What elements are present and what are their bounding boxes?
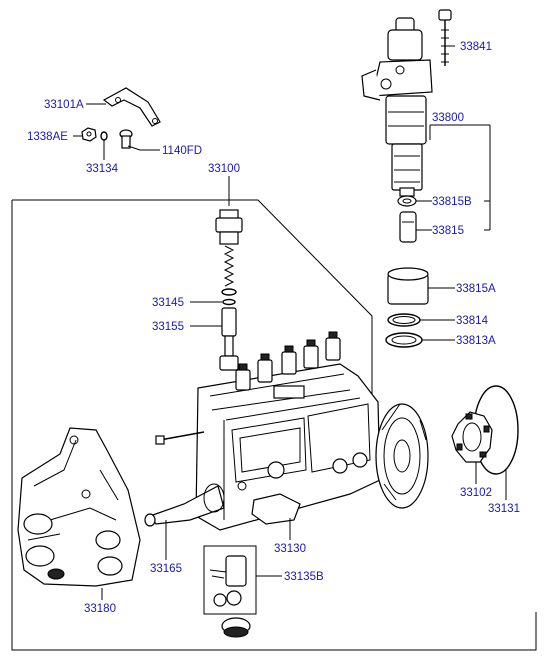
- label-33814: 33814: [456, 315, 489, 327]
- solenoid-box: [203, 545, 257, 615]
- label-33800: 33800: [432, 112, 464, 124]
- label-33130: 33130: [274, 543, 306, 555]
- governor-housing-33180[interactable]: [17, 427, 141, 587]
- pump-assembly-outline: [11, 199, 537, 651]
- bracket-33101A[interactable]: [102, 87, 161, 127]
- label-33101A: 33101A: [44, 99, 84, 111]
- label-1140FD: 1140FD: [162, 145, 202, 157]
- bolt-1140FD[interactable]: [119, 129, 133, 149]
- label-33815: 33815: [432, 225, 464, 237]
- label-33165: 33165: [150, 563, 182, 575]
- drive-shaft-33165[interactable]: [144, 483, 225, 527]
- label-33134: 33134: [86, 163, 119, 175]
- nut-1338AE[interactable]: [81, 127, 97, 142]
- injection-pump-body-33130[interactable]: [155, 331, 381, 531]
- label-33102: 33102: [460, 487, 492, 499]
- label-33155: 33155: [152, 321, 184, 333]
- timer-flange[interactable]: [375, 403, 429, 509]
- gasket-33813A[interactable]: [385, 332, 423, 348]
- label-33180: 33180: [84, 603, 116, 615]
- delivery-valve-33155[interactable]: [219, 298, 239, 371]
- solenoid-valve-33135B[interactable]: [209, 555, 251, 638]
- washer-33134[interactable]: [100, 131, 108, 141]
- nozzle-tip-33815[interactable]: [399, 211, 417, 243]
- injector-nozzle-assembly[interactable]: [361, 17, 433, 197]
- label-33815A: 33815A: [456, 283, 496, 295]
- label-33135B: 33135B: [284, 571, 324, 583]
- o-ring-33814[interactable]: [387, 313, 421, 327]
- label-33815B: 33815B: [432, 196, 472, 208]
- label-33145: 33145: [152, 297, 184, 309]
- label-33813A: 33813A: [456, 335, 496, 347]
- label-33841: 33841: [460, 41, 492, 53]
- label-1338AE: 1338AE: [27, 131, 68, 143]
- delivery-valve-holder-33145[interactable]: [215, 209, 243, 296]
- nozzle-sleeve-33815A[interactable]: [387, 267, 429, 305]
- coupling-plate-33102[interactable]: [451, 411, 493, 463]
- label-33100: 33100: [208, 163, 240, 175]
- injector-bolt[interactable]: [438, 9, 452, 66]
- label-33131: 33131: [488, 503, 520, 515]
- leader-lines: [73, 45, 507, 600]
- delivery-outlets: [235, 331, 341, 391]
- nozzle-washer-33815B[interactable]: [397, 195, 417, 207]
